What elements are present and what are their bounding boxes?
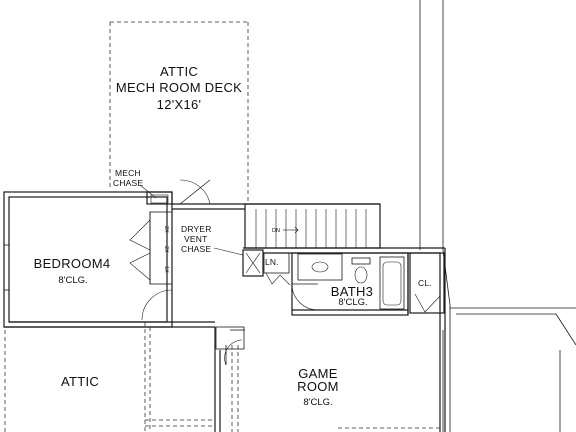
attic-door [179, 179, 211, 205]
attic-lower: ATTIC [61, 374, 99, 389]
bedroom4: BEDROOM4 8'CLG. 2X 2X 1X [4, 211, 173, 321]
stairs [255, 209, 367, 248]
attic-deck-label-2: MECH ROOM DECK [116, 80, 242, 95]
attic-deck-label-1: ATTIC [160, 64, 198, 79]
bedroom4-ceiling: 8'CLG. [58, 275, 87, 286]
game-room-door [215, 326, 245, 366]
dryer-vent-chase: DRYER VENT CHASE [181, 224, 244, 256]
roof-outline [419, 0, 576, 432]
stairs-direction: DN [272, 228, 280, 234]
closet-shelf-1: 2X [163, 226, 169, 233]
attic-deck-size: 12'X16' [157, 97, 202, 112]
linen-label: LN. [265, 257, 279, 267]
attic-mech-deck: ATTIC MECH ROOM DECK 12'X16' [109, 21, 249, 204]
closet-shelf-3: 1X [163, 266, 169, 273]
stairs-arrowhead [294, 226, 299, 234]
mech-chase-label-1: MECH [115, 168, 141, 178]
game-room-label-2: ROOM [297, 379, 339, 394]
game-room: GAME ROOM 8'CLG. [297, 366, 339, 408]
hall-closet: CL. [414, 278, 441, 313]
game-room-label-1: GAME [298, 366, 338, 381]
mech-chase: MECH CHASE [113, 168, 169, 204]
game-room-ceiling: 8'CLG. [303, 397, 332, 408]
closet-shelf-2: 2X [163, 246, 169, 253]
dryer-label-1: DRYER [181, 224, 212, 234]
linen-closet: LN. [263, 252, 291, 286]
attic-label: ATTIC [61, 374, 99, 389]
bath3-ceiling: 8'CLG. [338, 297, 367, 308]
bath3: BATH3 8'CLG. [291, 253, 405, 311]
walls [3, 191, 446, 432]
bedroom4-label: BEDROOM4 [34, 256, 111, 271]
dryer-label-3: CHASE [181, 244, 211, 254]
bath3-label: BATH3 [331, 284, 373, 299]
dryer-label-2: VENT [184, 234, 207, 244]
mech-chase-label-2: CHASE [113, 178, 143, 188]
closet-label: CL. [418, 278, 432, 288]
